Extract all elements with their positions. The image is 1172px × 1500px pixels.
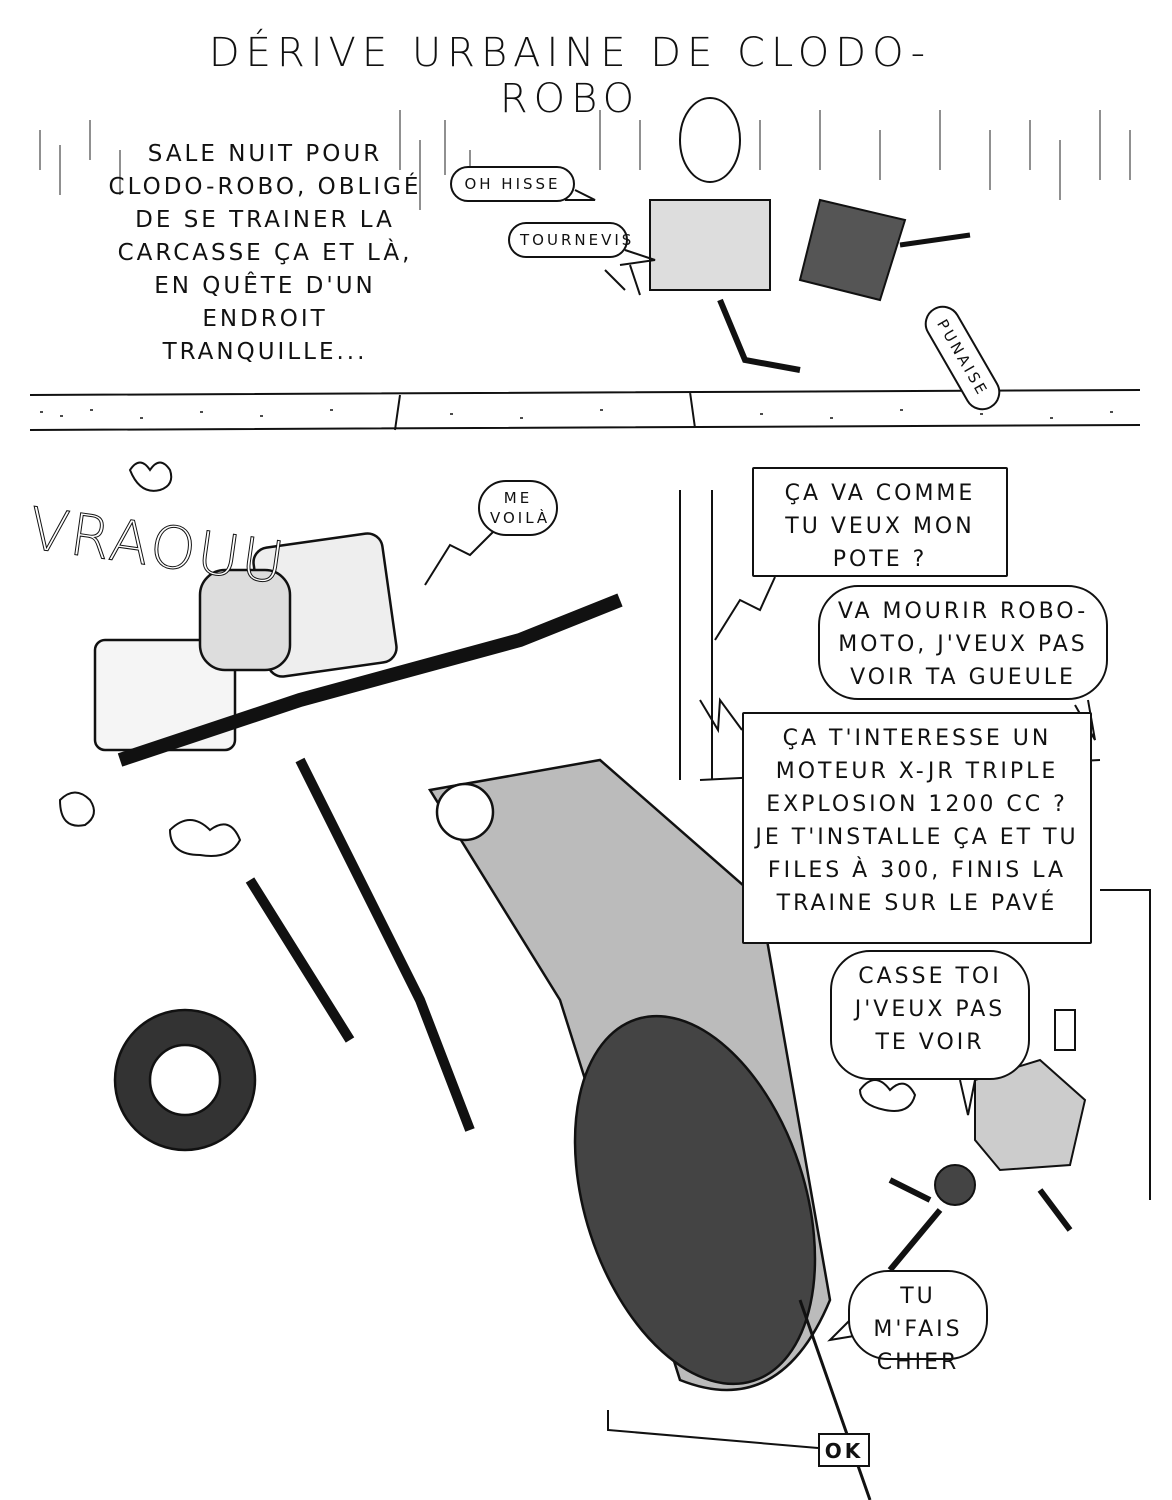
narration-caption: Sale nuit pour Clodo-Robo, obligé de se … [108, 141, 422, 365]
speech-bubble-va-mourir: Va mourir robo-moto, j'veux pas voir ta … [818, 585, 1108, 700]
speech-bubble-oh-hisse: Oh hisse [450, 166, 575, 202]
curb-stipple [40, 409, 1113, 419]
speech-bubble-tu-mfais-chier: Tu m'fais chier [848, 1270, 988, 1375]
page-title: Dérive urbaine de Clodo-Robo [208, 30, 932, 122]
wall-hatching [39, 110, 1131, 210]
artist-signature: OK [818, 1433, 870, 1467]
wall-edge [679, 490, 1151, 1200]
speech-bubble-moteur: Ça t'interesse un moteur X-JR triple exp… [742, 712, 1092, 944]
speech-bubble-tournevis: Tournevis [508, 222, 631, 258]
speech-bubble-casse-toi: Casse toi j'veux pas te voir [830, 950, 1030, 1080]
sidewalk-curb [29, 389, 1141, 431]
clodo-robo-collapsed [604, 97, 971, 373]
speech-bubble-me-voila: Me voilà [478, 480, 558, 536]
robo-moto [93, 532, 832, 1392]
signature-line [607, 1410, 819, 1449]
clodo-robo-sitting [887, 1009, 1087, 1272]
exhaust-smoke [58, 461, 917, 1112]
speech-bubble-ca-va: Ça va comme tu veux mon pote ? [752, 467, 1008, 577]
